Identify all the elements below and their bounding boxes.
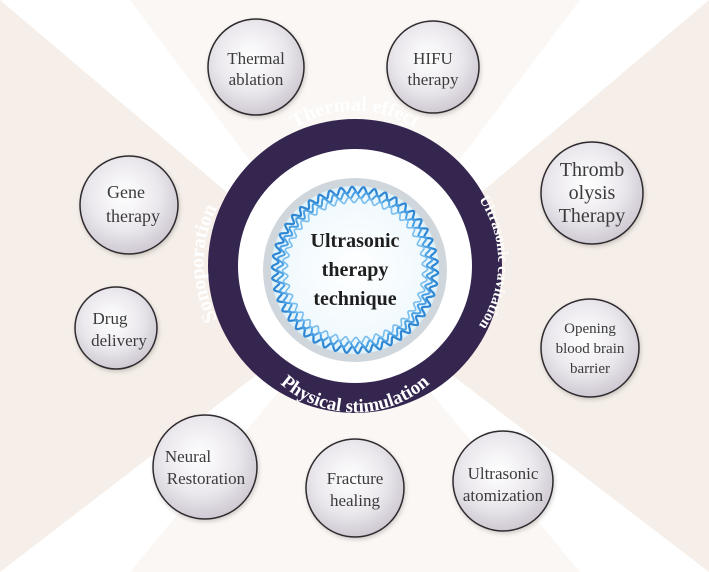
node-drug-delivery: Drug delivery	[74, 286, 158, 370]
node-circle	[74, 286, 158, 370]
node-circle	[386, 20, 480, 114]
node-circle	[452, 430, 554, 532]
node-circle	[540, 298, 640, 398]
backdrop-left-wedge	[0, 0, 354, 572]
node-circle	[540, 141, 644, 245]
node-label-line: healing	[330, 491, 381, 510]
node-label-line: ablation	[229, 70, 284, 89]
center-title-line-3: technique	[313, 288, 396, 310]
node-neural-restoration: Neural Restoration	[152, 414, 258, 520]
node-thrombolysis-therapy: Thromb olysis Therapy	[540, 141, 644, 245]
node-label-line: olysis	[569, 182, 616, 204]
node-label-line: Therapy	[559, 205, 626, 227]
node-label-line: atomization	[463, 486, 544, 505]
node-circle	[152, 414, 258, 520]
backdrop-right-wedge	[354, 0, 709, 572]
node-circle	[79, 155, 179, 255]
node-opening-bbb: Opening blood brain barrier	[540, 298, 640, 398]
node-label-line: delivery	[91, 331, 147, 350]
node-thermal-ablation: Thermal ablation	[207, 18, 305, 116]
node-ultrasonic-atomization: Ultrasonic atomization	[452, 430, 554, 532]
node-label-line: Opening	[564, 321, 616, 337]
node-label-line: therapy	[408, 70, 459, 89]
center-title-line-2: therapy	[322, 259, 389, 281]
node-label-line: barrier	[570, 361, 610, 377]
node-hifu-therapy: HIFU therapy	[386, 20, 480, 114]
node-gene-therapy: Gene therapy	[79, 155, 179, 255]
node-label-line: Gene	[107, 182, 145, 202]
center-title-line-1: Ultrasonic	[311, 230, 400, 252]
center-bubble: Ultrasonic therapy technique	[263, 178, 447, 362]
node-label-line: blood brain	[556, 341, 625, 357]
node-label-line: Neural	[165, 447, 212, 466]
center-wave-band	[270, 185, 440, 355]
node-circle	[305, 438, 405, 538]
node-circle	[207, 18, 305, 116]
node-label-line: HIFU	[413, 49, 453, 68]
center-core	[271, 186, 439, 354]
wave-line-3	[281, 196, 429, 344]
node-label-line: Ultrasonic	[468, 464, 539, 483]
node-fracture-healing: Fracture healing	[305, 438, 405, 538]
node-label-line: Thermal	[227, 49, 285, 68]
node-label-line: Thromb	[560, 159, 624, 181]
node-label-line: therapy	[106, 206, 160, 226]
node-label-line: Fracture	[327, 469, 384, 488]
wave-line-1	[270, 185, 440, 355]
node-label-line: Drug	[93, 309, 128, 328]
node-label-line: Restoration	[167, 469, 246, 488]
